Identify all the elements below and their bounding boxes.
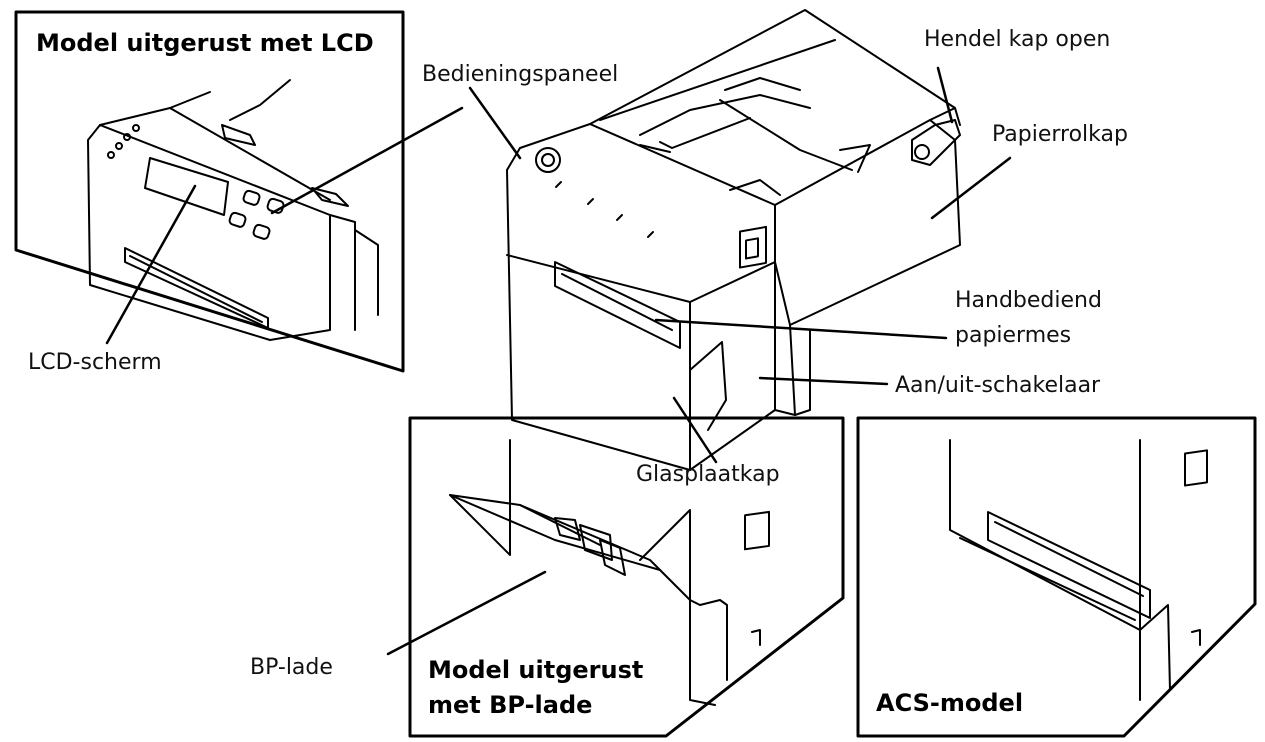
- label-bp-tray: BP-lade: [250, 655, 333, 680]
- leader-lines: [105, 66, 1012, 656]
- title-acs-model: ACS-model: [876, 689, 1024, 717]
- inset-bp-model: [408, 416, 845, 738]
- label-platen-cover: Glasplaatkap: [636, 462, 780, 487]
- label-paper-roll-cover: Papierrolkap: [992, 122, 1128, 147]
- label-power-switch: Aan/uit-schakelaar: [895, 373, 1101, 398]
- label-manual-cutter-line2: papiermes: [955, 323, 1072, 348]
- title-lcd-model: Model uitgerust met LCD: [36, 29, 374, 57]
- main-printer-drawing: [506, 9, 961, 471]
- inset-lcd-model: [14, 10, 405, 373]
- inset-acs-model: [856, 416, 1257, 738]
- label-operation-panel: Bedieningspaneel: [422, 62, 619, 87]
- title-bp-model-line2: met BP-lade: [428, 691, 593, 719]
- title-bp-model-line1: Model uitgerust: [428, 656, 644, 684]
- label-cover-open-lever: Hendel kap open: [924, 27, 1111, 52]
- label-lcd-screen: LCD-scherm: [28, 350, 162, 375]
- label-manual-cutter-line1: Handbediend: [955, 288, 1102, 313]
